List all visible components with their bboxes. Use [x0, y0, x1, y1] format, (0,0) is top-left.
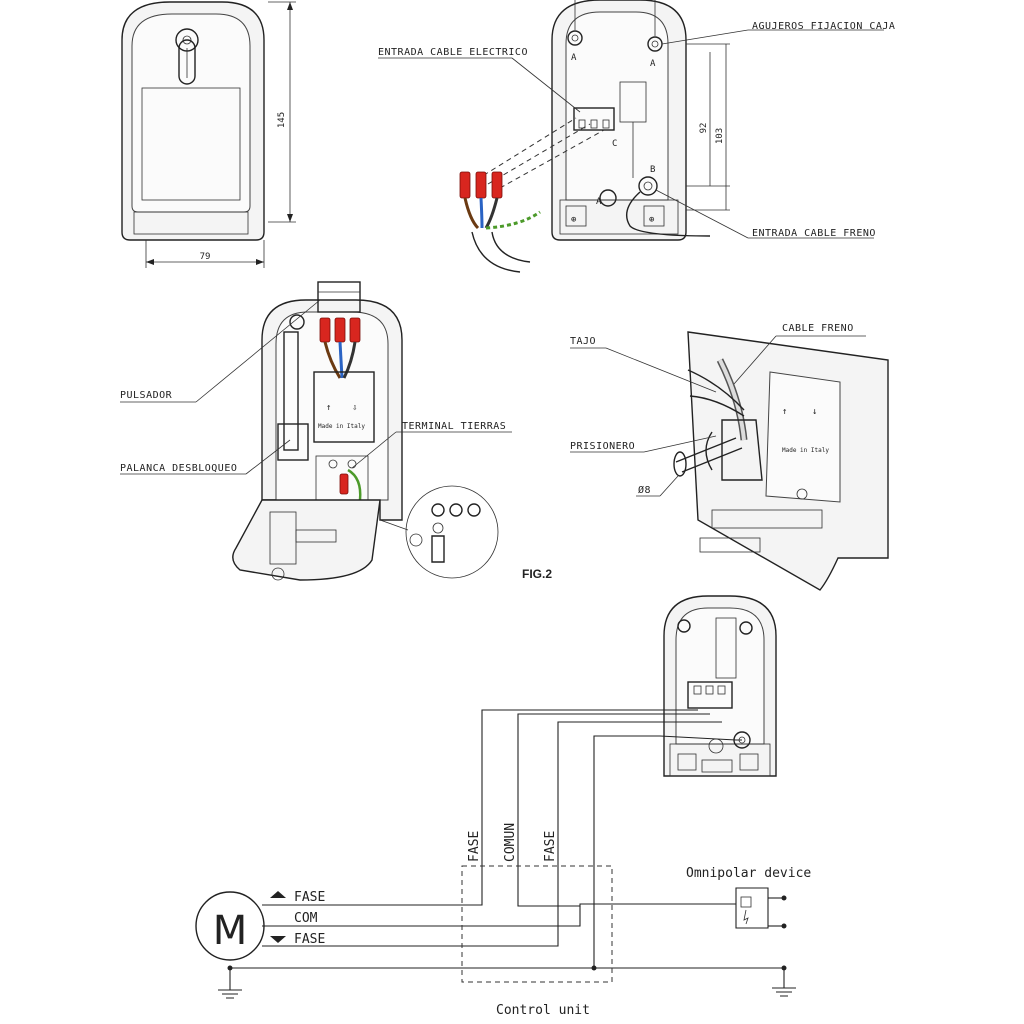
ground-terminal-detail	[379, 485, 499, 579]
label-vertical-fase-2: FASE	[543, 831, 558, 862]
motor-m-text: M	[213, 908, 248, 954]
label-prisionero: PRISIONERO	[570, 441, 635, 452]
label-diam8: Ø8	[638, 484, 651, 496]
brake-cable-detail: ↑ ↓ Made in Italy TAJO CABLE FRENO PRISI…	[570, 323, 889, 591]
label-control-unit: Control unit	[496, 1003, 590, 1018]
point-b-label: B	[650, 165, 655, 175]
label-vertical-comun: COMUN	[503, 823, 518, 862]
figure-label: FIG.2	[522, 567, 552, 581]
box-front-view: 145 79	[121, 1, 296, 268]
label-pulsador: PULSADOR	[120, 390, 173, 401]
svg-text:⊕: ⊕	[649, 215, 654, 225]
dimension-height: 145	[268, 1, 296, 223]
label-omnipolar-device: Omnipolar device	[686, 866, 811, 881]
svg-text:Made in Italy: Made in Italy	[782, 447, 829, 454]
point-a-label-3: A	[596, 197, 602, 207]
label-tajo: TAJO	[570, 336, 596, 347]
dim-92-text: 92	[699, 123, 709, 134]
label-com: COM	[294, 911, 318, 926]
svg-text:⇩: ⇩	[352, 403, 357, 413]
label-fase-top: FASE	[294, 890, 325, 905]
label-vertical-fase-1: FASE	[467, 831, 482, 862]
dim-145-text: 145	[277, 112, 287, 128]
control-unit-box	[461, 865, 613, 983]
dim-79-text: 79	[200, 252, 211, 262]
label-cable-freno: CABLE FRENO	[782, 323, 854, 334]
svg-text:↑: ↑	[782, 407, 787, 417]
svg-text:⊕: ⊕	[571, 215, 576, 225]
label-entrada-cable-freno: ENTRADA CABLE FRENO	[752, 228, 876, 239]
box-inside-view: ⊕ ⊕ A A C B A 92 103	[378, 0, 895, 273]
label-fase-bottom: FASE	[294, 932, 325, 947]
made-in-italy-stamp: Made in Italy	[318, 423, 365, 430]
label-palanca-desbloqueo: PALANCA DESBLOQUEO	[120, 463, 237, 474]
motor-symbol: M	[195, 891, 265, 961]
point-c-label: C	[612, 139, 617, 149]
box-open-view: ↑ ⇩ Made in Italy PULSADOR PALANC	[120, 281, 552, 581]
svg-text:↓: ↓	[812, 407, 817, 417]
box-wiring-view	[663, 595, 777, 777]
point-a-label-2: A	[650, 59, 656, 69]
point-a-label-1: A	[571, 53, 577, 63]
label-entrada-cable-electrico: ENTRADA CABLE ELECTRICO	[378, 47, 528, 58]
lock-cylinder-icon	[175, 28, 199, 85]
label-terminal-tierras: TERMINAL TIERRAS	[402, 421, 506, 432]
wiring-diagram: Control unit M FASE COM FASE FASE COMUN …	[195, 595, 811, 1018]
label-agujeros-fijacion: AGUJEROS FIJACION CAJA	[752, 21, 895, 32]
svg-text:↑: ↑	[326, 403, 331, 413]
dimension-width: 79	[145, 240, 265, 268]
dim-103-text: 103	[715, 128, 725, 144]
